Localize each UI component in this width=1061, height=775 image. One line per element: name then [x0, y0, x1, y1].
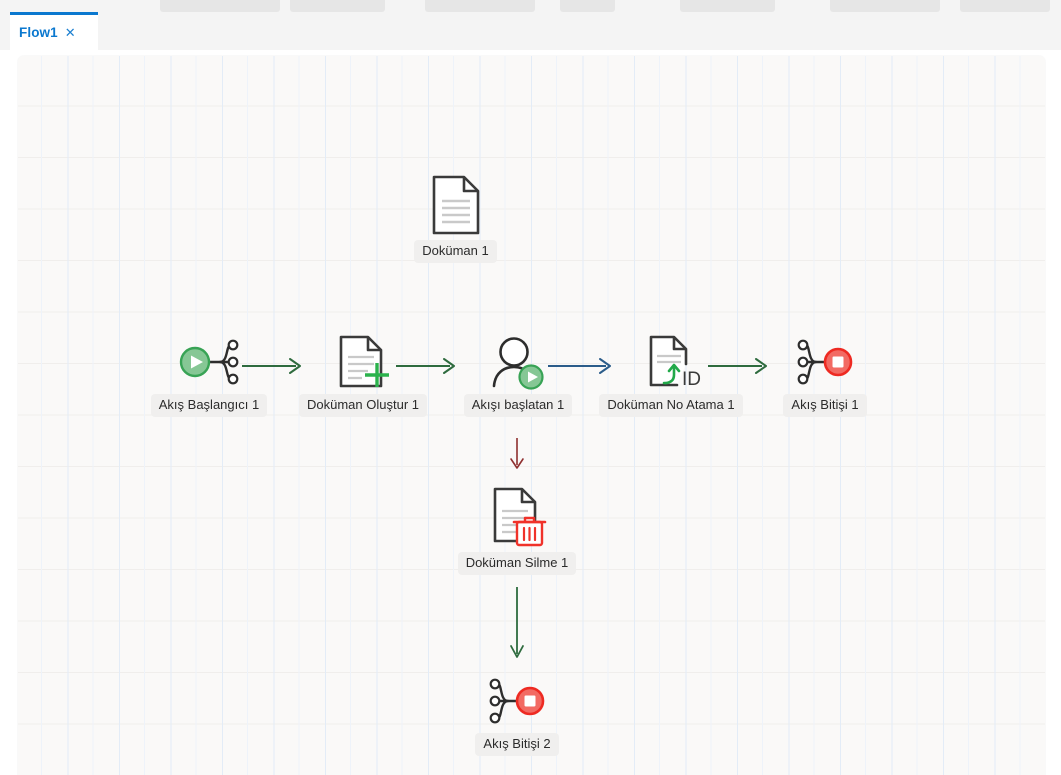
document-create-icon [332, 334, 394, 390]
node-akisi-baslatan-1-label: Akışı başlatan 1 [463, 394, 573, 417]
flow-initiator-user-icon [487, 334, 549, 390]
node-akis-bitisi-2[interactable]: Akış Bitişi 2 [465, 673, 569, 756]
document-id-assign-icon: ID [640, 334, 702, 390]
flow-end-icon [794, 334, 856, 390]
ribbon-chunk [560, 0, 615, 12]
node-dokuman-silme-1[interactable]: Doküman Silme 1 [455, 486, 579, 575]
node-dokuman-no-atama-1[interactable]: ID Doküman No Atama 1 [594, 334, 748, 417]
ribbon-chunk [830, 0, 940, 12]
close-icon[interactable]: ✕ [64, 25, 76, 40]
flow-end-icon [486, 673, 548, 729]
node-akisi-baslatan-1[interactable]: Akışı başlatan 1 [459, 334, 577, 417]
tab-flow1[interactable]: Flow1 ✕ [10, 12, 98, 50]
flow-diagram: Doküman 1 Akış Başlangıcı 1 [18, 56, 1045, 775]
ribbon-chunk [425, 0, 535, 12]
flow-start-icon [178, 334, 240, 390]
ribbon-chunk [960, 0, 1050, 12]
toolbar-ribbon-cutoff [0, 0, 1061, 12]
node-akis-bitisi-2-label: Akış Bitişi 2 [475, 733, 559, 756]
svg-text:ID: ID [682, 369, 701, 390]
ribbon-chunk [680, 0, 775, 12]
node-akis-baslangici-1-label: Akış Başlangıcı 1 [150, 394, 268, 417]
document-delete-icon [486, 486, 548, 548]
ribbon-chunk [160, 0, 280, 12]
tab-bar: Flow1 ✕ [0, 12, 1061, 50]
ribbon-chunk [290, 0, 385, 12]
node-dokuman-silme-1-label: Doküman Silme 1 [457, 552, 577, 575]
node-dokuman-olustur-1-label: Doküman Oluştur 1 [299, 394, 427, 417]
edge-dokuman-olustur-1-to-akisi-baslatan-1[interactable] [394, 354, 462, 378]
node-dokuman-no-atama-1-label: Doküman No Atama 1 [599, 394, 743, 417]
node-akis-bitisi-1[interactable]: Akış Bitişi 1 [773, 334, 877, 417]
tab-flow1-label: Flow1 [19, 25, 58, 40]
edge-akisi-baslatan-1-to-dokuman-no-atama-1[interactable] [546, 354, 618, 378]
edge-akisi-baslatan-1-to-dokuman-silme-1[interactable] [505, 437, 529, 473]
edge-dokuman-silme-1-to-akis-bitisi-2[interactable] [505, 586, 529, 664]
node-akis-baslangici-1[interactable]: Akış Başlangıcı 1 [148, 334, 270, 417]
node-akis-bitisi-1-label: Akış Bitişi 1 [783, 394, 867, 417]
node-dokuman-1[interactable]: Doküman 1 [398, 174, 513, 263]
edge-dokuman-no-atama-1-to-akis-bitisi-1[interactable] [706, 354, 774, 378]
edge-akis-baslangici-1-to-dokuman-olustur-1[interactable] [240, 354, 308, 378]
node-dokuman-1-label: Doküman 1 [414, 240, 497, 263]
flow-canvas[interactable]: Doküman 1 Akış Başlangıcı 1 [18, 56, 1045, 775]
node-dokuman-olustur-1[interactable]: Doküman Oluştur 1 [294, 334, 432, 417]
document-icon [429, 174, 483, 236]
